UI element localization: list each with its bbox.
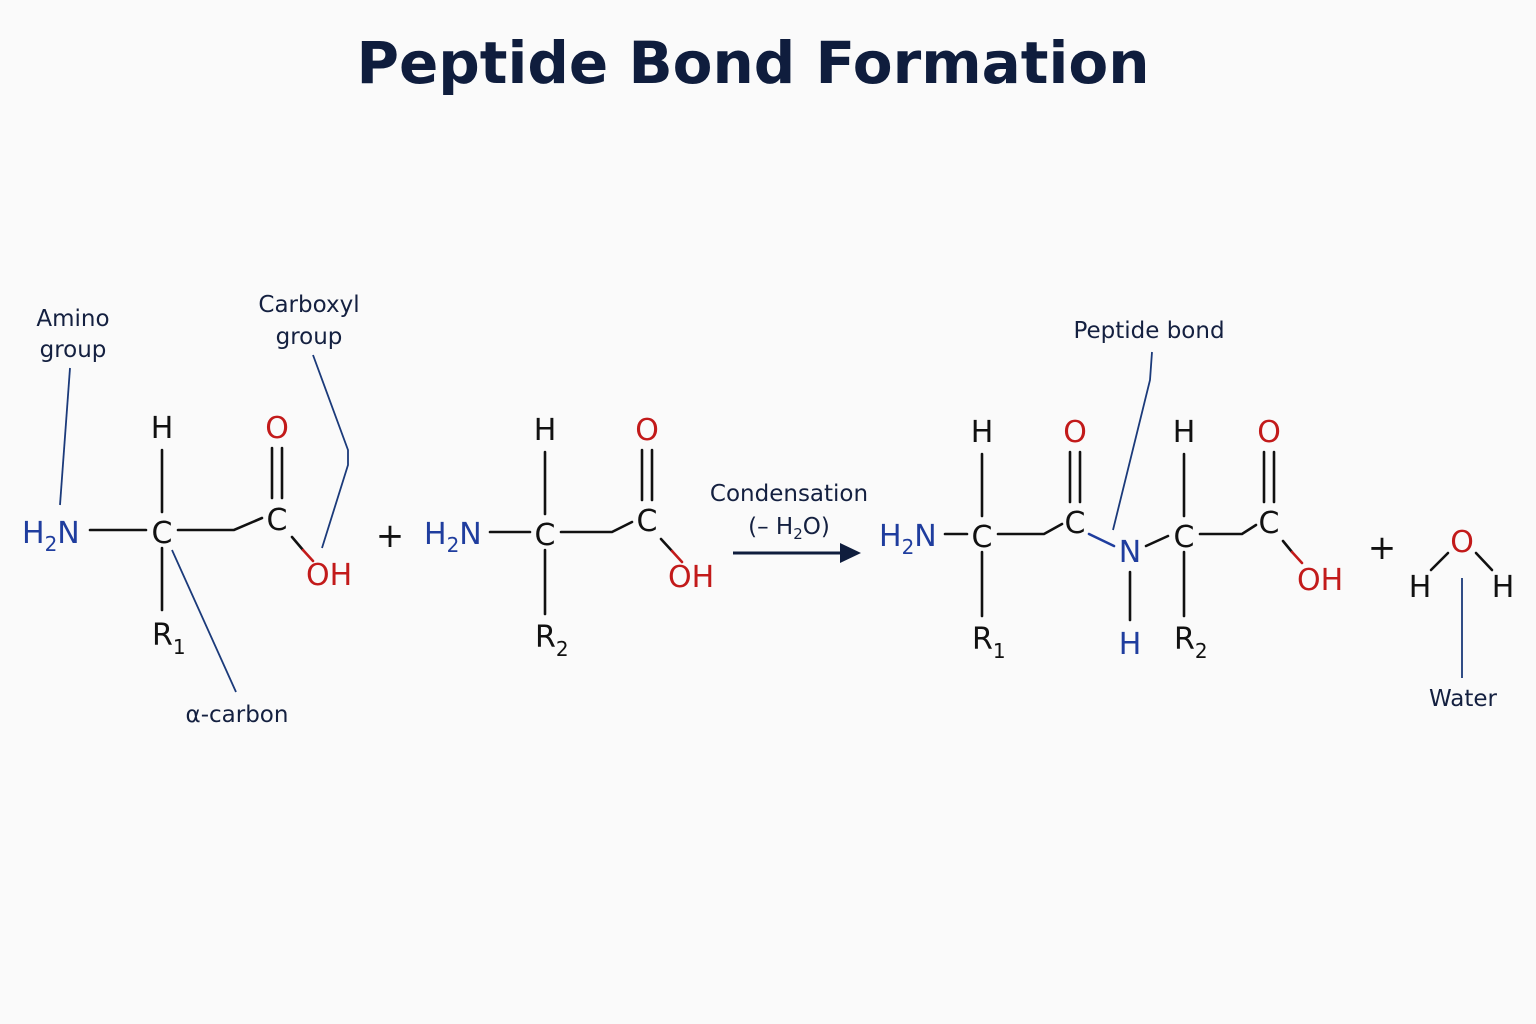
water-bond-right bbox=[1474, 551, 1494, 572]
side-chain-r2: R2 bbox=[535, 620, 569, 661]
plus-sign-2: + bbox=[1368, 528, 1397, 568]
hydroxyl-2: OH bbox=[668, 560, 714, 595]
peptide-bond-leader bbox=[1112, 351, 1153, 531]
bond-c-oh-black-1 bbox=[290, 535, 305, 552]
amino-acid-2: H2N C H R2 C O OH bbox=[424, 413, 714, 661]
carbonyl-oxygen-2: O bbox=[635, 413, 659, 448]
carbonyl-carbon-1: C bbox=[267, 503, 288, 538]
hydroxyl-1: OH bbox=[306, 558, 352, 593]
arrow-label: Condensation bbox=[710, 481, 868, 507]
dipeptide-amine: H2N bbox=[879, 519, 937, 559]
amino-group-label-line1: Amino bbox=[36, 306, 109, 332]
amino-group-leader bbox=[59, 367, 71, 506]
dp-alpha-hydrogen-2: H bbox=[1173, 415, 1196, 450]
carbonyl-oxygen-1: O bbox=[265, 411, 289, 446]
dp-bond-calpha1-ccarbonyl bbox=[996, 522, 1064, 536]
dp-hydroxyl: OH bbox=[1297, 563, 1343, 598]
dipeptide: H2N C H R1 C O N H C H R2 C O OH bbox=[879, 415, 1343, 663]
bond-c-oh-red-1 bbox=[301, 548, 315, 563]
alpha-carbon-1: C bbox=[152, 516, 173, 551]
side-chain-r1: R1 bbox=[152, 618, 186, 659]
dp-alpha-carbon-1: C bbox=[972, 520, 993, 555]
alpha-carbon-label: α-carbon bbox=[186, 702, 289, 728]
arrow-sublabel: (– H2O) bbox=[748, 514, 830, 543]
water-oxygen: O bbox=[1450, 525, 1474, 560]
dp-bond-c-oh-black bbox=[1281, 539, 1294, 554]
peptide-nitrogen: N bbox=[1119, 535, 1141, 570]
water-bond-left bbox=[1429, 551, 1450, 572]
alpha-hydrogen-2: H bbox=[534, 413, 557, 448]
peptide-bond-line bbox=[1087, 532, 1116, 548]
carbonyl-carbon-2: C bbox=[637, 504, 658, 539]
alpha-hydrogen-1: H bbox=[151, 411, 174, 446]
bond-c-oh-red-2 bbox=[670, 549, 684, 564]
water-hydrogen-left: H bbox=[1409, 570, 1432, 605]
water-hydrogen-right: H bbox=[1492, 570, 1515, 605]
arrow-head bbox=[840, 543, 861, 563]
peptide-bond-label: Peptide bond bbox=[1073, 318, 1224, 344]
dp-bond-c-oh-red bbox=[1290, 550, 1304, 565]
amino-group-label-line2: group bbox=[40, 337, 107, 363]
dp-alpha-carbon-2: C bbox=[1174, 520, 1195, 555]
dp-side-chain-r1: R1 bbox=[972, 622, 1006, 663]
dp-bond-n-calpha2 bbox=[1144, 534, 1170, 548]
amino-acid-1: H2N C H R1 C O OH bbox=[22, 411, 352, 659]
dp-side-chain-r2: R2 bbox=[1174, 622, 1208, 663]
bond-calpha-ccarbonyl-1 bbox=[176, 516, 264, 532]
dp-carbonyl-oxygen-1: O bbox=[1063, 415, 1087, 450]
carboxyl-group-label-line2: group bbox=[276, 324, 343, 350]
reaction-arrow: Condensation (– H2O) bbox=[710, 481, 868, 563]
diagram-title: Peptide Bond Formation bbox=[356, 29, 1149, 97]
bond-c-oh-black-2 bbox=[659, 537, 674, 553]
plus-sign-1: + bbox=[376, 516, 405, 556]
dp-carbonyl-oxygen-2: O bbox=[1257, 415, 1281, 450]
alpha-carbon-2: C bbox=[535, 518, 556, 553]
amine-group-1: H2N bbox=[22, 516, 80, 556]
dp-carbonyl-carbon-2: C bbox=[1259, 506, 1280, 541]
carboxyl-group-label-line1: Carboxyl bbox=[258, 292, 359, 318]
dp-alpha-hydrogen-1: H bbox=[971, 415, 994, 450]
dp-carbonyl-carbon-1: C bbox=[1065, 506, 1086, 541]
water-molecule: O H H bbox=[1409, 525, 1515, 605]
water-label: Water bbox=[1429, 686, 1498, 712]
dp-bond-calpha2-ccarbonyl bbox=[1198, 523, 1258, 536]
peptide-n-hydrogen: H bbox=[1119, 627, 1142, 662]
amine-group-2: H2N bbox=[424, 517, 482, 557]
carboxyl-group-leader bbox=[312, 354, 349, 549]
alpha-carbon-leader bbox=[171, 549, 237, 693]
bond-calpha-ccarbonyl-2 bbox=[559, 520, 634, 534]
